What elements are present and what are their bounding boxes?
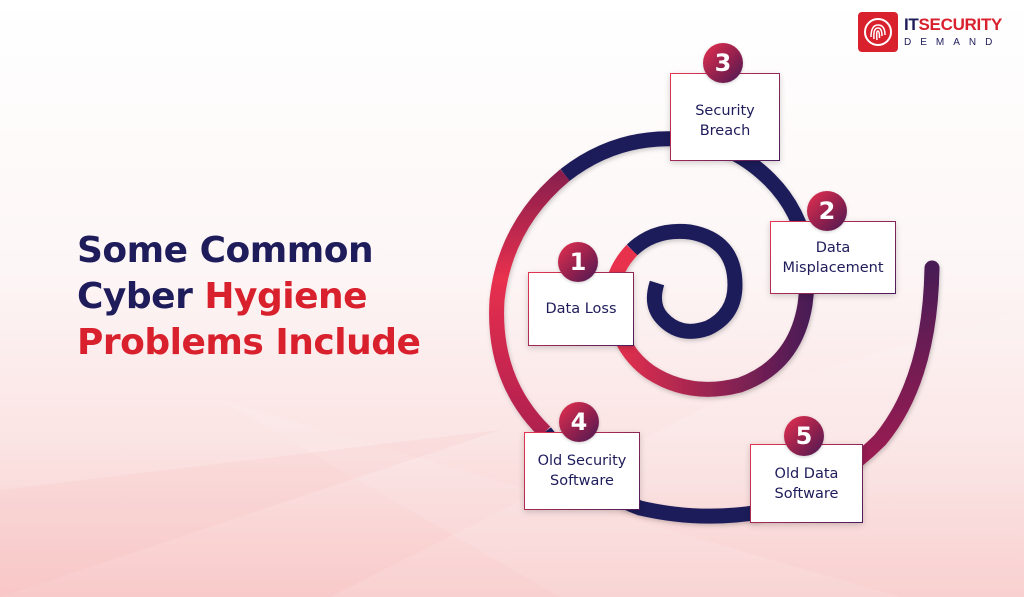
step-card-data-misplacement: Data Misplacement xyxy=(770,221,896,294)
step-label: Data Loss xyxy=(545,301,617,317)
step-badge-3: 3 xyxy=(703,43,743,83)
step-badge-2: 2 xyxy=(807,191,847,231)
step-card-old-data-software: Old Data Software xyxy=(750,444,863,523)
step-label: Old Data Software xyxy=(774,465,839,502)
title-line-2: Cyber Hygiene xyxy=(77,276,368,317)
title-highlight: Hygiene xyxy=(204,276,368,317)
title-line-1: Some Common xyxy=(77,230,374,271)
logo-text-demand: DEMAND xyxy=(904,37,1002,48)
step-label: Data Misplacement xyxy=(782,239,884,276)
title-line-3: Problems Include xyxy=(77,322,421,363)
step-badge-4: 4 xyxy=(559,402,599,442)
step-label: Security Breach xyxy=(695,103,755,139)
fingerprint-icon xyxy=(858,12,898,52)
step-badge-1: 1 xyxy=(558,242,598,282)
step-card-data-loss: Data Loss xyxy=(528,272,634,346)
step-card-security-breach: Security Breach xyxy=(670,73,780,161)
logo: ITSECURITY DEMAND xyxy=(858,12,1002,52)
logo-text-security: SECURITY xyxy=(918,15,1003,34)
page-title: Some Common Cyber Hygiene Problems Inclu… xyxy=(77,228,421,366)
logo-text-it: IT xyxy=(904,15,919,34)
step-badge-5: 5 xyxy=(784,416,824,456)
step-card-old-security-software: Old Security Software xyxy=(524,432,640,510)
step-label: Old Security Software xyxy=(537,453,627,489)
